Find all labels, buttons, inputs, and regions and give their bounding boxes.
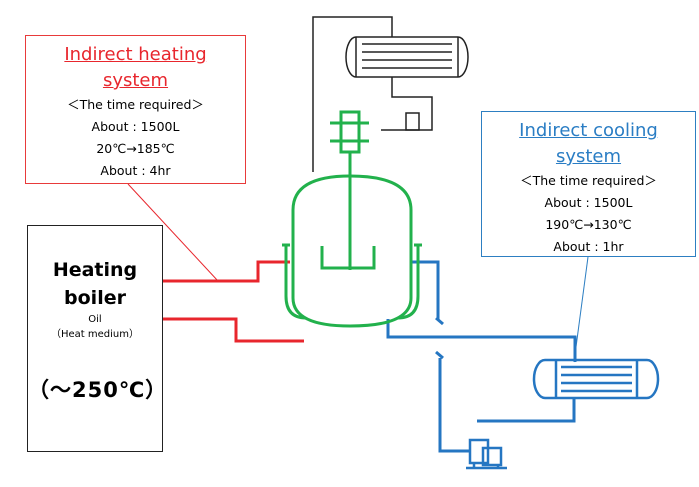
heating-oil-lines — [160, 260, 304, 343]
cooling-temperature: 190℃→130℃ — [545, 217, 632, 232]
boiler-title: Heating boiler — [52, 259, 138, 309]
cooling-water-lines — [386, 260, 577, 453]
cooling-volume: About : 1500L — [544, 195, 633, 210]
cooling-system-title: Indirect cooling system — [519, 120, 658, 167]
heating-time-header: ＜The time required＞ — [67, 97, 204, 112]
vapor-line — [312, 16, 433, 172]
boiler-medium-note: （Heat medium） — [51, 329, 139, 340]
heating-volume: About : 1500L — [91, 119, 180, 134]
reactor-vessel — [282, 174, 422, 328]
heating-duration: About : 4hr — [100, 163, 171, 178]
boiler-medium: Oil — [88, 314, 102, 325]
condenser — [345, 36, 469, 78]
heating-boiler: Heating boiler Oil （Heat medium） （～250℃） — [27, 225, 168, 452]
cooling-duration: About : 1hr — [553, 239, 624, 254]
heating-system-callout: Indirect heating system ＜The time requir… — [25, 35, 246, 184]
circulation-pump — [466, 438, 507, 470]
cooler-heat-exchanger — [532, 358, 660, 400]
heating-callout-leader — [127, 183, 219, 282]
cooling-system-callout: Indirect cooling system ＜The time requir… — [481, 111, 696, 257]
agitator — [320, 110, 376, 270]
cooling-time-header: ＜The time required＞ — [520, 173, 657, 188]
boiler-max-temp: （～250℃） — [28, 378, 168, 402]
heating-system-title: Indirect heating system — [64, 44, 207, 91]
heating-temperature: 20℃→185℃ — [96, 141, 175, 156]
